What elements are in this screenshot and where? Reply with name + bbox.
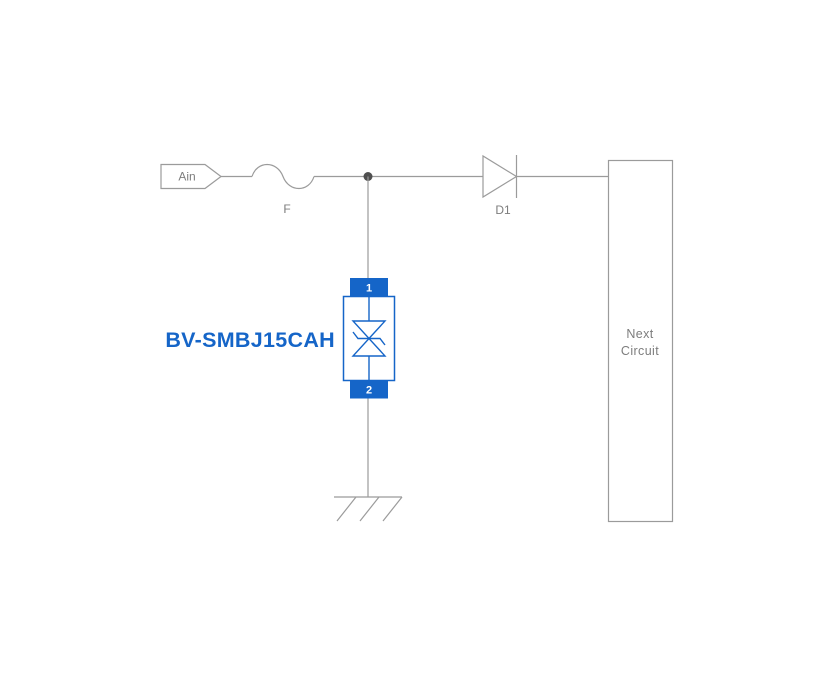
tvs-diode-icon	[351, 296, 387, 380]
tvs-component: 1 2 BV-SMBJ15CAH	[165, 278, 396, 399]
tvs-pin2-pad	[350, 380, 388, 399]
diode-triangle	[482, 154, 518, 199]
tvs-pin1-pad	[350, 278, 388, 297]
diode-symbol: D1	[482, 154, 518, 217]
next-circuit-block: Next Circuit	[607, 159, 674, 523]
fuse-symbol: F	[251, 163, 315, 216]
diode-label: D1	[495, 203, 511, 217]
tvs-pin1-number: 1	[366, 283, 372, 295]
input-terminal-label: Ain	[178, 170, 195, 184]
next-circuit-label-line2: Circuit	[621, 344, 659, 358]
input-terminal: Ain	[160, 163, 222, 190]
fuse-label: F	[283, 202, 290, 216]
tvs-part-label: BV-SMBJ15CAH	[165, 328, 335, 352]
next-circuit-label-line1: Next	[626, 327, 653, 341]
next-circuit-box	[607, 159, 674, 523]
fuse-curve	[251, 163, 315, 190]
ground-icon	[334, 496, 403, 522]
input-terminal-shape	[160, 163, 222, 190]
tvs-pin2-number: 2	[366, 385, 372, 397]
